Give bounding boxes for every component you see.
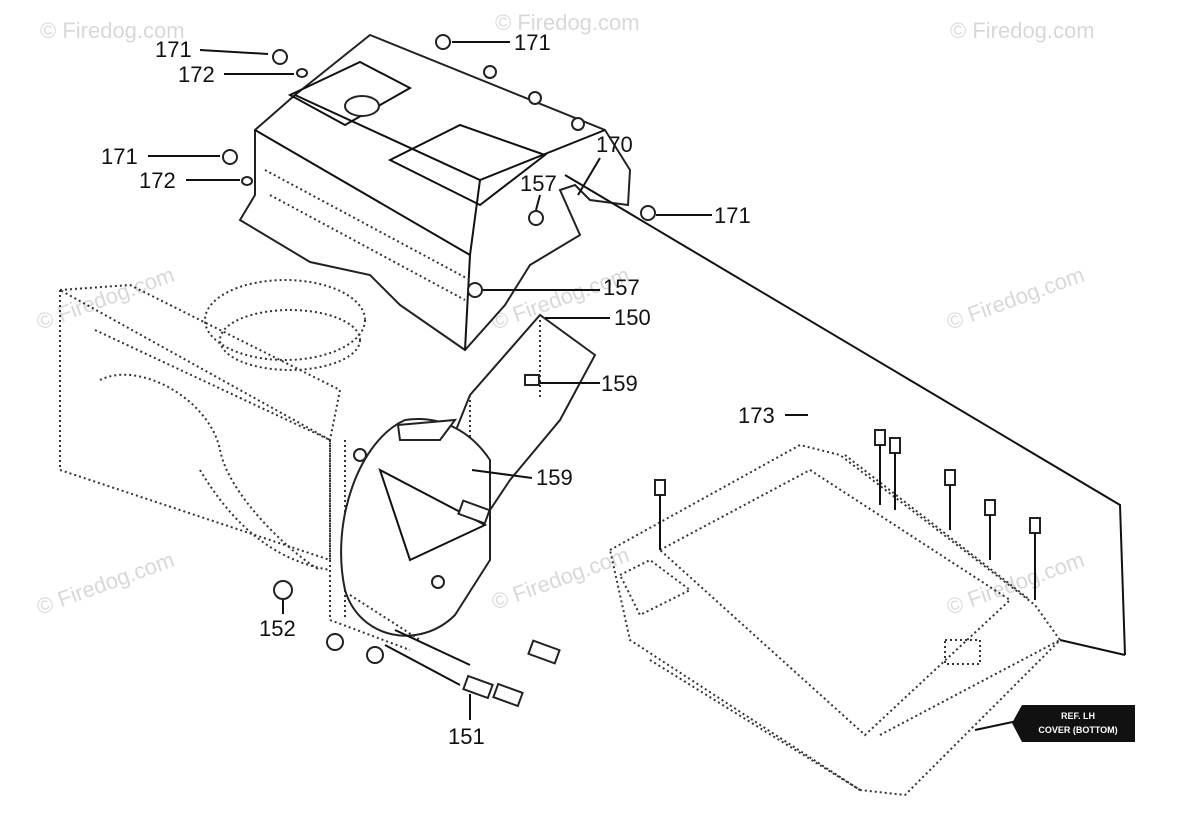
bolt-157-a bbox=[528, 210, 544, 226]
screw-171-b bbox=[435, 34, 451, 50]
callout-152: 152 bbox=[259, 616, 296, 641]
callout-159: 159 bbox=[601, 371, 638, 396]
engine-frame bbox=[59, 279, 411, 651]
cover-clips bbox=[654, 429, 1041, 600]
ref-tag-line1: REF. LH bbox=[1061, 711, 1095, 721]
screw-171-c bbox=[222, 149, 238, 165]
callout-159: 159 bbox=[536, 465, 573, 490]
screw-171-d bbox=[640, 205, 656, 221]
bolt-157-b bbox=[467, 282, 483, 298]
ref-tag-line2: COVER (BOTTOM) bbox=[1038, 725, 1117, 735]
watermark: © Firedog.com bbox=[943, 262, 1087, 335]
callout-150: 150 bbox=[614, 305, 651, 330]
watermark: © Firedog.com bbox=[33, 262, 177, 335]
watermarks: © Firedog.com © Firedog.com © Firedog.co… bbox=[33, 10, 1094, 620]
watermark: © Firedog.com bbox=[950, 18, 1095, 43]
callout-171: 171 bbox=[514, 30, 551, 55]
hardware bbox=[222, 34, 656, 708]
watermark: © Firedog.com bbox=[33, 547, 177, 620]
watermark: © Firedog.com bbox=[495, 10, 640, 35]
callout-151: 151 bbox=[448, 724, 485, 749]
callout-171: 171 bbox=[101, 144, 138, 169]
callout-157: 157 bbox=[520, 171, 557, 196]
washer-172-a bbox=[296, 68, 308, 78]
callout-171: 171 bbox=[714, 203, 751, 228]
blower-housing bbox=[340, 418, 491, 641]
watermark: © Firedog.com bbox=[943, 547, 1087, 620]
bolt-151 bbox=[462, 674, 494, 700]
bottom-cover bbox=[564, 174, 1126, 797]
callout-173: 173 bbox=[738, 403, 775, 428]
callout-labels: 171 172 171 171 172 170 157 171 157 150 … bbox=[101, 30, 775, 749]
ref-lh-cover-tag: REF. LH COVER (BOTTOM) bbox=[1012, 705, 1135, 742]
watermark: © Firedog.com bbox=[40, 18, 185, 43]
washer-172-b bbox=[241, 176, 253, 186]
engine-cover-part-170 bbox=[238, 33, 632, 352]
callout-172: 172 bbox=[178, 62, 215, 87]
screw-171-a bbox=[272, 49, 288, 65]
callout-171: 171 bbox=[155, 37, 192, 62]
nut-152 bbox=[273, 580, 293, 600]
callout-170: 170 bbox=[596, 132, 633, 157]
callout-157: 157 bbox=[603, 275, 640, 300]
callout-172: 172 bbox=[139, 168, 176, 193]
